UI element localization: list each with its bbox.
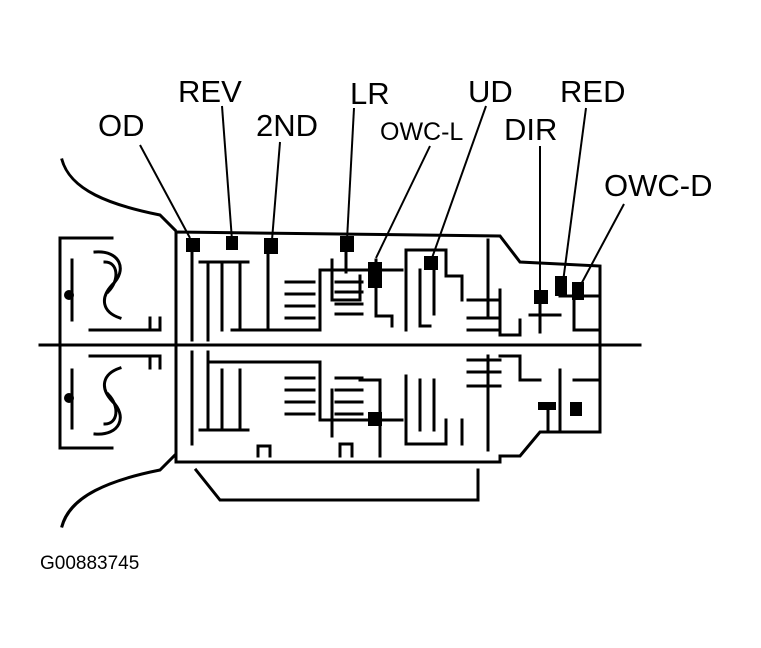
transmission-case	[174, 230, 602, 502]
figure-id: G00883745	[40, 553, 139, 574]
upper-clutches	[186, 236, 602, 342]
label-owc-l: OWC-L	[380, 118, 463, 146]
torque-converter	[58, 236, 162, 450]
label-od: OD	[98, 108, 145, 143]
label-ud: UD	[468, 74, 513, 109]
leader-lines	[139, 105, 625, 291]
bell-housing	[60, 158, 178, 528]
label-dir: DIR	[504, 112, 557, 147]
label-lr: LR	[350, 76, 390, 111]
label-owc-d: OWC-D	[604, 168, 712, 203]
lower-clutches	[190, 350, 602, 458]
label-red: RED	[560, 74, 625, 109]
label-2nd: 2ND	[256, 108, 318, 143]
label-rev: REV	[178, 74, 242, 109]
